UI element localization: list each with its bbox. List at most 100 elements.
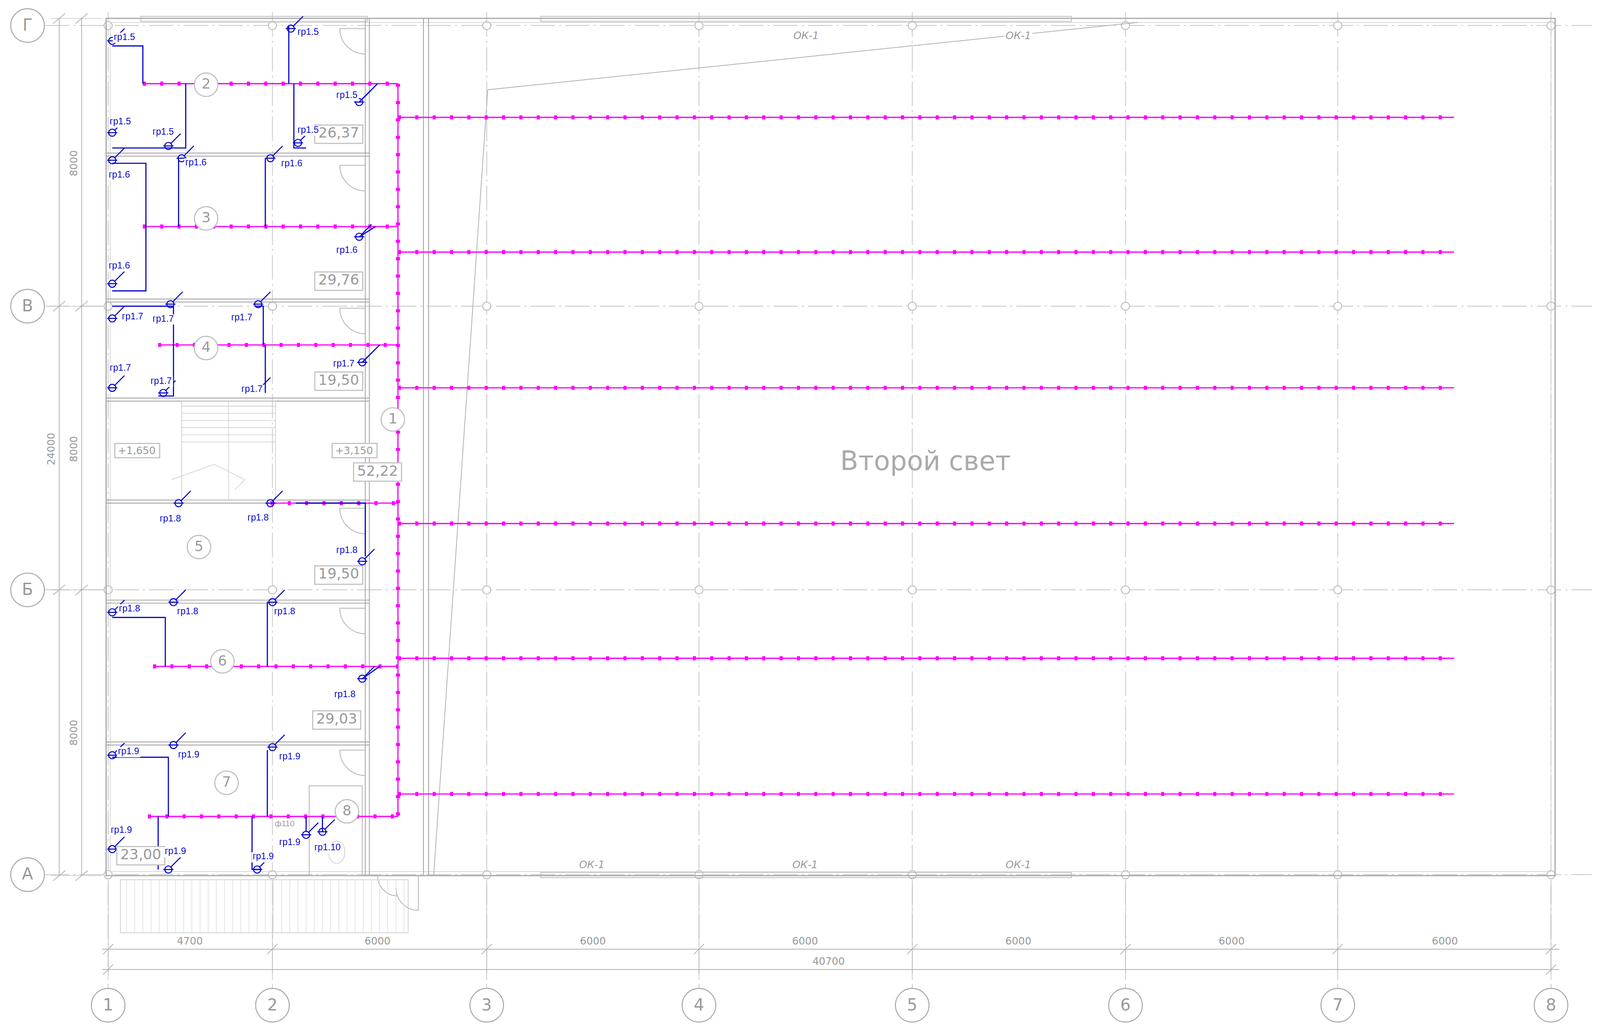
axis-bubble: 6 — [1108, 987, 1144, 1023]
wiring-line — [266, 601, 268, 666]
porch-step — [338, 879, 340, 933]
axis-bubble: 1 — [90, 987, 126, 1023]
extension-line — [911, 885, 913, 978]
dimension: 8000 — [67, 718, 80, 747]
pipe-label: ф110 — [273, 820, 296, 829]
door-swing — [339, 508, 366, 534]
wiring-line — [178, 158, 179, 227]
lighting-line — [397, 793, 1454, 795]
fixture-symbol — [168, 601, 179, 603]
group-label: гр1.6 — [107, 261, 131, 272]
window-mark: ОК-1 — [1004, 30, 1032, 42]
group-label: гр1.7 — [108, 363, 132, 374]
wiring-line — [112, 163, 146, 292]
axis-bubble-text: Б — [22, 580, 34, 599]
fixture-symbol — [354, 101, 365, 103]
column-mark — [482, 585, 491, 594]
porch — [120, 879, 409, 933]
level-mark-text: +1,650 — [117, 444, 156, 456]
column-mark — [1333, 585, 1342, 594]
group-label: гр1.8 — [335, 545, 359, 556]
group-label: гр1.5 — [113, 32, 137, 43]
wiring-line — [112, 757, 169, 817]
group-label: гр1.10 — [313, 843, 342, 853]
room-number: 4 — [194, 335, 219, 361]
porch-step — [281, 879, 282, 933]
grid-axis — [44, 24, 1592, 26]
fixture-leader — [274, 734, 285, 746]
porch-step — [224, 879, 225, 933]
grid-axis — [911, 12, 913, 988]
area-box: 19,50 — [314, 371, 364, 391]
fixture-leader — [172, 292, 183, 303]
room-number-text: 3 — [201, 210, 211, 227]
column-mark — [104, 301, 113, 310]
luminaire-mark — [142, 81, 398, 86]
grid-axis — [44, 305, 1592, 307]
door-swing — [339, 28, 366, 55]
porch-step — [346, 879, 348, 933]
axis-bubble: А — [10, 857, 46, 893]
partition-wall — [428, 18, 430, 876]
door-swing — [339, 749, 366, 776]
lighting-line — [397, 83, 399, 817]
fixture-symbol — [168, 744, 179, 746]
room-number: 2 — [194, 72, 219, 98]
porch-step — [256, 879, 258, 933]
group-label: гр1.8 — [158, 514, 182, 525]
fixture-leader — [114, 147, 125, 159]
extension-line — [50, 305, 102, 307]
wiring-line — [362, 344, 380, 363]
porch-step — [354, 879, 356, 933]
area-box-text: 26,37 — [318, 125, 360, 142]
group-label: гр1.7 — [240, 384, 264, 395]
dimension-line — [58, 18, 60, 876]
fixture-symbol — [158, 392, 169, 394]
fixture-symbol — [267, 746, 278, 748]
extension-line — [486, 885, 488, 978]
window — [540, 16, 1072, 22]
grid-axis — [44, 874, 1592, 876]
porch-step — [126, 879, 127, 933]
porch-step — [403, 879, 405, 933]
group-label: гр1.9 — [116, 747, 140, 757]
axis-bubble: В — [10, 288, 46, 324]
fixture-leader — [170, 857, 181, 868]
porch-step — [387, 879, 389, 933]
grid-axis — [698, 12, 700, 988]
porch-step — [232, 879, 233, 933]
group-label: гр1.8 — [333, 690, 357, 700]
axis-bubble-text: А — [22, 865, 34, 884]
dimension: 40700 — [811, 955, 846, 967]
group-label: гр1.6 — [335, 245, 359, 256]
fixture-leader — [259, 292, 271, 303]
wiring-line — [359, 83, 378, 103]
dimension: 6000 — [791, 935, 820, 947]
room-number: 3 — [194, 206, 219, 231]
axis-bubble: 2 — [255, 987, 291, 1023]
axis-bubble-text: 8 — [1545, 996, 1557, 1015]
dimension-tick — [907, 943, 918, 955]
room-number: 6 — [210, 649, 235, 674]
staircase — [181, 400, 276, 500]
wiring-line — [112, 617, 166, 667]
room-number: 5 — [186, 534, 212, 560]
axis-bubble: 3 — [469, 987, 505, 1023]
fixture-symbol — [251, 869, 263, 870]
porch-step — [314, 879, 315, 933]
fixture-leader — [361, 89, 372, 101]
porch-step — [273, 879, 274, 933]
group-label: гр1.9 — [278, 837, 302, 848]
room-wall — [105, 602, 370, 604]
group-label: гр1.8 — [246, 513, 270, 524]
porch-step — [395, 879, 397, 933]
wiring-line — [112, 45, 143, 84]
group-label: гр1.7 — [230, 313, 254, 324]
dimension: 6000 — [363, 935, 392, 947]
dimension: 8000 — [67, 149, 80, 178]
luminaire-mark — [396, 83, 401, 817]
porch-step — [297, 879, 299, 933]
grid-axis — [1337, 12, 1339, 988]
fixture-symbol — [106, 132, 118, 134]
